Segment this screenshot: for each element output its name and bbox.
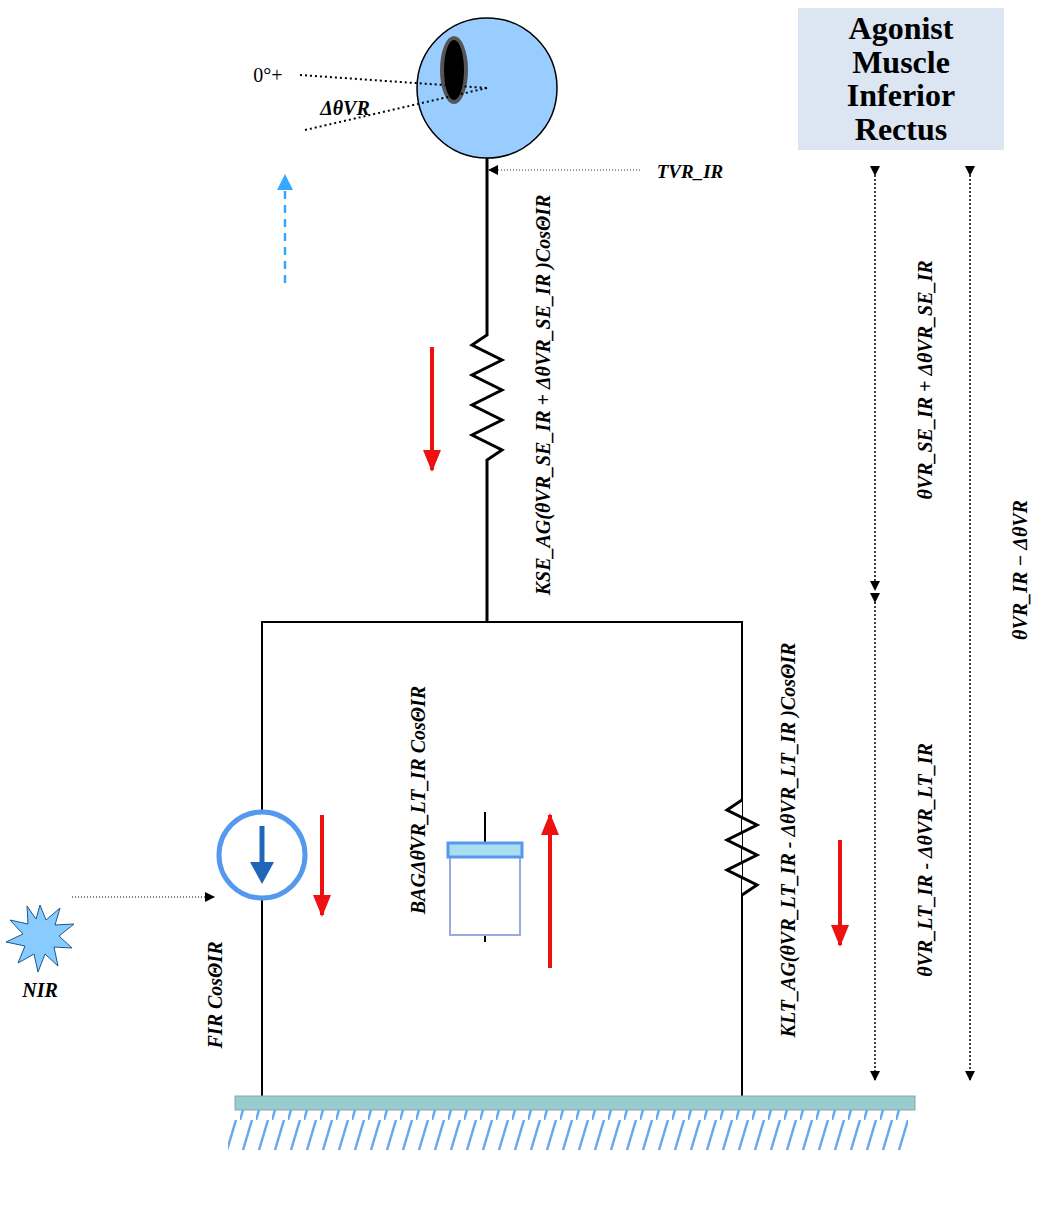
parallel-elastic-spring xyxy=(727,800,757,895)
viscous-damper xyxy=(448,812,522,942)
angle-line xyxy=(305,88,487,130)
rotation-arrow xyxy=(284,176,287,283)
tension-label: TVR_IR xyxy=(657,162,724,183)
angle-label: ΔθVR xyxy=(320,97,370,119)
series-elastic-spring xyxy=(472,158,502,622)
dimension-label: θVR_SE_IR + ΔθVR_SE_IR xyxy=(914,260,936,499)
damper-force-label: BAGΔθ̇VR_LT_IR CosΘIR xyxy=(407,686,429,914)
tension-leader xyxy=(489,170,640,171)
dimension-label: θVR_LT_IR - ΔθVR_LT_IR xyxy=(914,743,936,977)
force-arrow xyxy=(548,815,552,968)
reference-line xyxy=(300,75,487,88)
dimension-label: θVR_IR − ΔθVR xyxy=(1009,500,1031,640)
nerve-leader xyxy=(72,897,214,898)
ground-plate xyxy=(235,1096,915,1110)
nerve-signal-burst xyxy=(6,905,74,972)
force-arrow xyxy=(320,815,324,915)
dimension-lines xyxy=(875,175,970,1080)
ground-hatching xyxy=(228,1110,908,1150)
parallel-spring-force: KLT_AG(θVR_LT_IR - ΔθVR_LT_IR )CosΘIR xyxy=(777,643,799,1038)
force-generator xyxy=(219,812,305,898)
zero-reference: 0°+ xyxy=(253,64,282,86)
title-banner: Agonist Muscle Inferior Rectus xyxy=(798,8,1004,150)
series-spring-force: KSE_AG(θVR_SE_IR + ΔθVR_SE_IR )CosΘIR xyxy=(532,195,554,596)
parallel-frame xyxy=(262,622,742,1098)
active-force-label: FIR CosΘIR xyxy=(204,942,226,1049)
force-arrow xyxy=(430,347,434,470)
nerve-input-label: NIR xyxy=(22,979,58,1001)
force-arrow xyxy=(838,840,842,945)
